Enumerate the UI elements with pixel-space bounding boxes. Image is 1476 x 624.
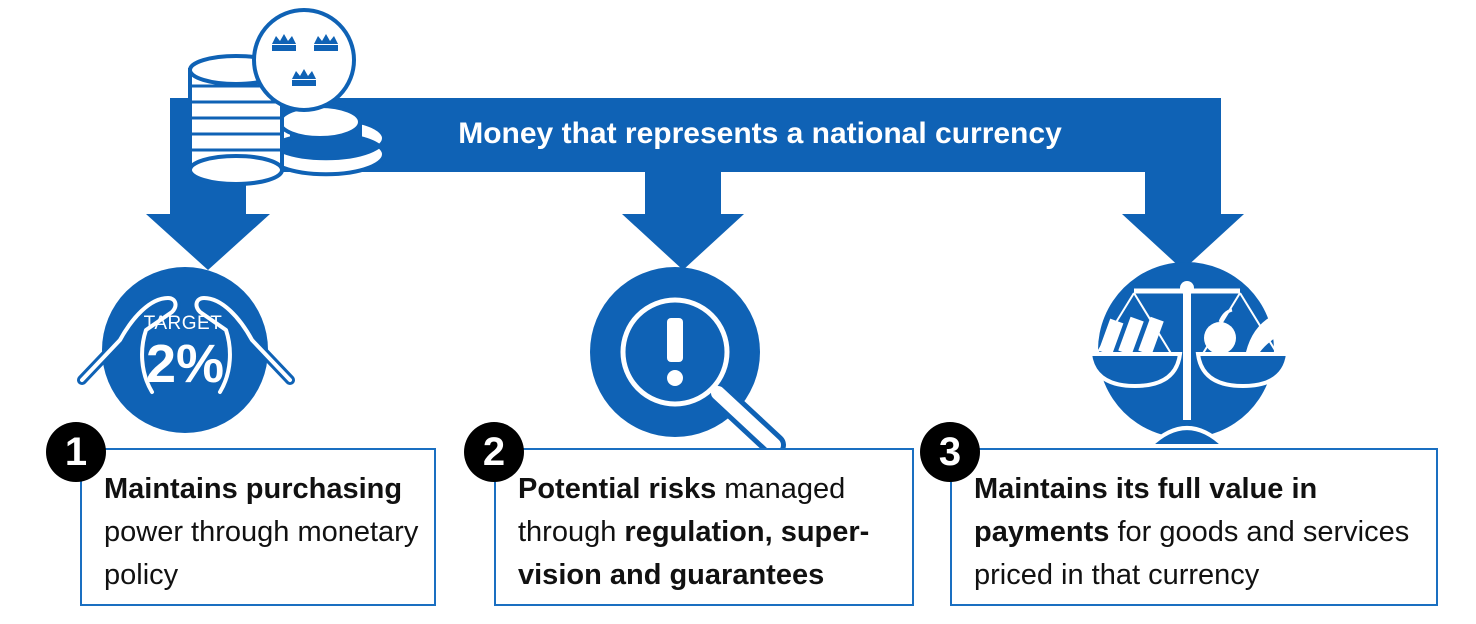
magnifier-exclamation-icon [590, 267, 786, 457]
target-value: 2% [145, 334, 225, 394]
arrow-3-stem [1145, 98, 1221, 218]
card-2-bold-tail: regulation, super-vision and guarantees [518, 516, 870, 591]
arrow-1-head [146, 214, 270, 270]
card-risk-management: Potential risks managed through regulati… [494, 448, 914, 606]
card-2-text: managed through [518, 473, 846, 548]
arrow-3-head [1122, 214, 1244, 270]
scale-icon [1087, 262, 1306, 448]
card-1-text: power through monetary policy [104, 516, 419, 591]
card-1-bold: Maintains purchasing [104, 473, 403, 505]
step-badge-1: 1 [46, 422, 106, 482]
hands-target-icon [77, 267, 295, 433]
step-badge-3: 3 [920, 422, 980, 482]
card-full-value: Maintains its full value in payments for… [950, 448, 1438, 606]
step-badge-2: 2 [464, 422, 524, 482]
card-3-bold: Maintains its full value in payments [974, 473, 1318, 548]
card-2-bold-lead: Potential risks [518, 473, 717, 505]
arrow-2-head [622, 214, 744, 270]
card-3-text: for goods and services priced in that cu… [974, 516, 1410, 591]
banner-title: Money that represents a national currenc… [458, 117, 1062, 150]
arrow-2-stem [645, 170, 721, 218]
card-purchasing-power: Maintains purchasing power through monet… [80, 448, 436, 606]
target-label: TARGET [143, 313, 223, 334]
crown-coin-icon [252, 8, 356, 112]
